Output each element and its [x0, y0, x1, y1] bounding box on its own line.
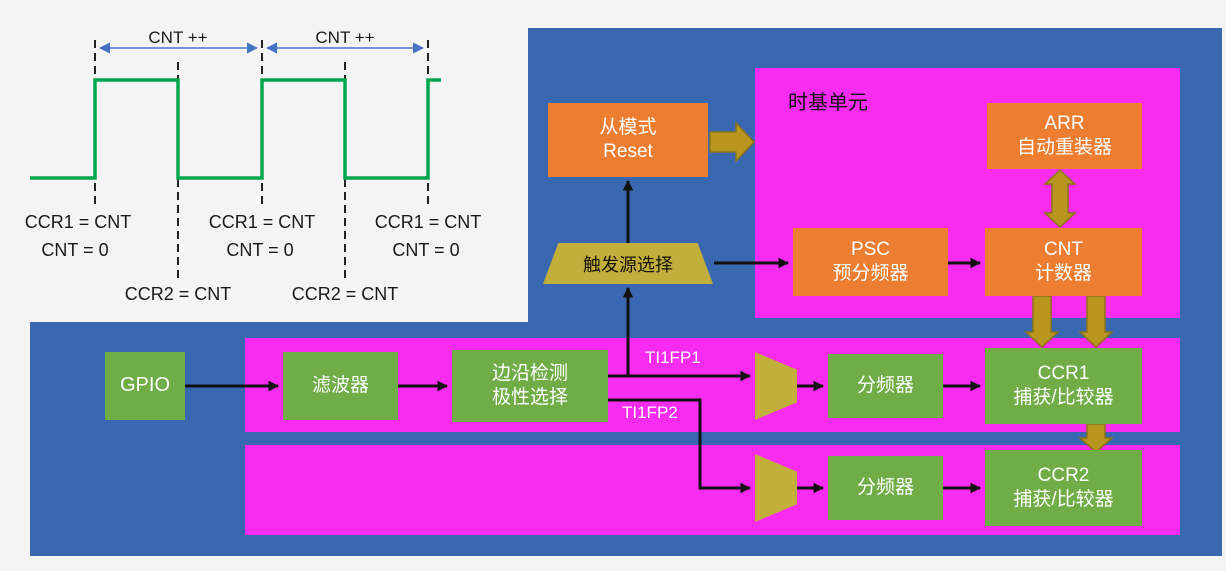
- ccr1-capture-label-1: CCR1 = CNT: [24, 212, 132, 232]
- psc-prescaler-box: PSC 预分频器: [793, 228, 948, 296]
- ccr1-capture-label-3: CCR1 = CNT: [374, 212, 482, 232]
- square-wave: [30, 78, 441, 180]
- divider1-box: 分频器: [828, 354, 943, 418]
- cnt-reset-label-1: CNT = 0: [41, 240, 109, 260]
- ccr2-capture-label-1: CCR2 = CNT: [124, 284, 232, 304]
- arr-auto-reload-box: ARR 自动重装器: [987, 103, 1142, 169]
- ti1fp2-label: TI1FP2: [622, 403, 678, 422]
- ccr2-capture-compare-box: CCR2 捕获/比较器: [985, 450, 1142, 526]
- gpio-box: GPIO: [105, 352, 185, 420]
- slave-mode-reset-box: 从模式 Reset: [548, 103, 708, 177]
- edge-detect-polarity-box: 边沿检测 极性选择: [452, 350, 608, 422]
- ti1fp1-label: TI1FP1: [645, 348, 701, 367]
- filter-box: 滤波器: [283, 352, 398, 420]
- timebase-title: 时基单元: [788, 92, 868, 114]
- cnt-reset-label-3: CNT = 0: [392, 240, 460, 260]
- ccr1-capture-compare-box: CCR1 捕获/比较器: [985, 348, 1142, 424]
- ccr1-capture-label-2: CCR1 = CNT: [208, 212, 316, 232]
- ccr2-capture-label-2: CCR2 = CNT: [291, 284, 399, 304]
- cnt-inc-label-1: CNT ++: [148, 28, 208, 47]
- trigger-source-select-trapezoid: 触发源选择: [543, 243, 713, 284]
- divider2-box: 分频器: [828, 456, 943, 520]
- cnt-inc-label-2: CNT ++: [315, 28, 375, 47]
- cnt-reset-label-2: CNT = 0: [226, 240, 294, 260]
- cnt-counter-box: CNT 计数器: [985, 228, 1142, 296]
